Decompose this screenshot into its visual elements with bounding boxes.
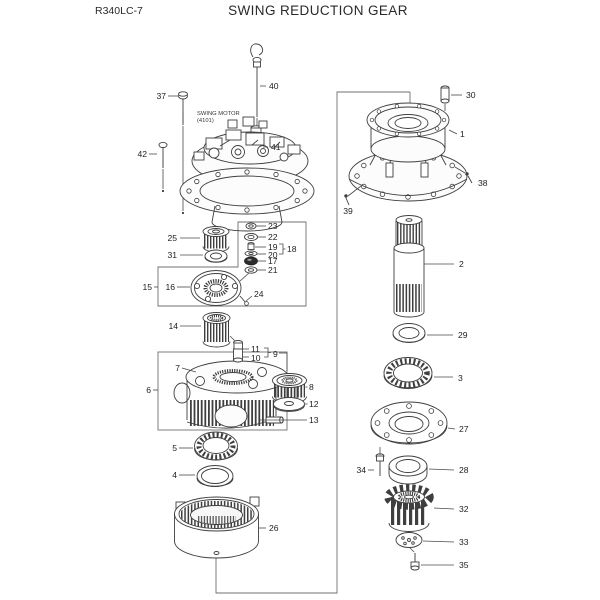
callout-41: 41 [271,142,281,152]
callout-10: 10 [251,353,261,363]
callout-24: 24 [254,289,264,299]
callout-5: 5 [172,443,177,453]
part-20-washer [244,250,258,257]
part-31-washer [204,249,228,263]
callout-labels: 37 40 41 42 30 1 38 39 2 29 3 27 34 28 3… [137,81,487,570]
part-22-washer [244,233,258,241]
motor-label-line1: SWING MOTOR [197,111,240,117]
callout-26: 26 [269,523,279,533]
callout-35: 35 [459,560,469,570]
callout-37: 37 [156,91,166,101]
callout-15: 15 [142,282,152,292]
callout-7: 7 [175,363,180,373]
callout-18: 18 [287,244,297,254]
part-4-seal-ring [196,465,234,487]
page-title: SWING REDUCTION GEAR [228,3,408,18]
callout-34: 34 [356,465,366,475]
callout-27: 27 [459,424,469,434]
callout-28: 28 [459,465,469,475]
callout-16: 16 [165,282,175,292]
part-25-sun-gear [202,226,230,253]
part-34-bolt [375,447,385,477]
part-42-bolt [158,141,168,193]
callout-4: 4 [172,470,177,480]
callout-30: 30 [466,90,476,100]
callout-14: 14 [168,321,178,331]
callout-32: 32 [459,504,469,514]
callout-21: 21 [268,265,278,275]
part-30-plug [440,85,450,111]
part-19-air-breather-body [247,242,255,250]
motor-label-line2: (4101) [197,118,214,124]
callout-1: 1 [460,129,465,139]
part-1-housing [348,102,468,202]
part-10-bushing [233,348,243,363]
part-motor-mount-flange [179,167,315,232]
callout-12: 12 [309,399,319,409]
part-26-ring-gear [174,496,260,559]
part-14-coupling-gear [202,312,231,348]
part-16-brake-flange [190,270,242,306]
part-11-pin [233,340,243,350]
part-35-bolt [410,553,420,571]
part-5-ball-bearing [194,431,238,461]
part-21-washer [244,266,258,274]
callout-40: 40 [269,81,279,91]
part-23-nut [245,222,257,230]
callout-33: 33 [459,537,469,547]
callout-29: 29 [458,330,468,340]
callout-20: 20 [268,250,278,260]
part-32-pinion-gear [384,484,434,532]
callout-13: 13 [309,415,319,425]
part-12-thrust-washer [273,397,305,412]
callout-39: 39 [343,206,353,216]
callout-31: 31 [167,250,177,260]
part-40-lifting-hook [250,43,264,128]
callout-3: 3 [458,373,463,383]
callout-9: 9 [273,349,278,359]
leader-lines [149,85,466,566]
callout-6: 6 [146,385,151,395]
callout-8: 8 [309,382,314,392]
part-3-bearing [383,357,433,389]
callout-2: 2 [459,259,464,269]
part-24-pin [239,295,249,306]
part-2-drive-shaft [393,215,425,318]
part-33-stopper-plate [395,532,423,553]
part-swing-motor-body [191,116,309,185]
callout-23: 23 [268,221,278,231]
callout-25: 25 [167,233,177,243]
part-39-bolt [344,194,350,206]
part-17-bushing [244,256,258,266]
part-29-ring [392,323,426,343]
part-38-bolt [465,172,473,184]
group-box-15 [157,221,307,307]
callout-19: 19 [268,242,278,252]
callout-11: 11 [251,344,260,354]
callout-22: 22 [268,232,278,242]
callout-42: 42 [137,149,147,159]
callout-17: 17 [268,256,278,266]
model-code: R340LC-7 [95,5,143,17]
part-28-collar [388,455,428,485]
part-27-cover-flange [370,401,448,445]
callout-38: 38 [478,178,488,188]
part-7-planet-carrier [173,335,298,429]
